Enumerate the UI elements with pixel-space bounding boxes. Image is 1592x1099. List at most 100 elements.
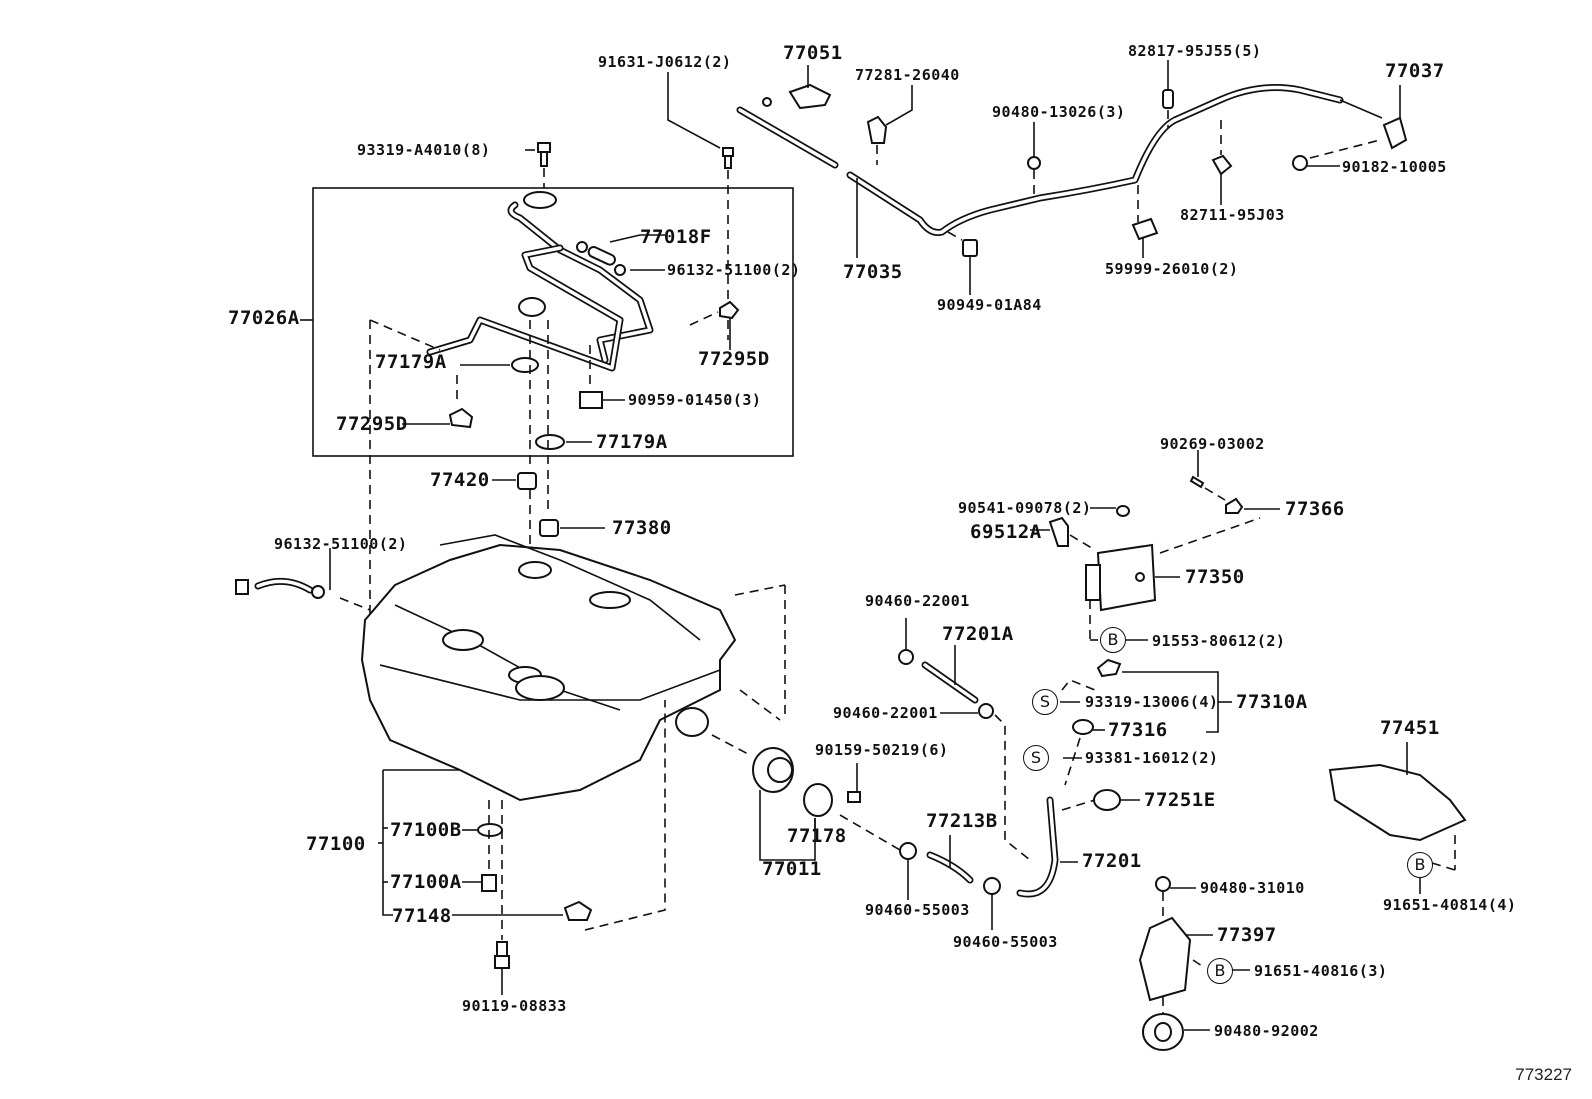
label-77178[interactable]: 77178 <box>787 825 847 847</box>
bracket-77148-icon <box>563 900 593 921</box>
label-77179A-lower[interactable]: 77179A <box>596 431 668 453</box>
label-90480-92002[interactable]: 90480-92002 <box>1214 1022 1319 1040</box>
label-90541-09078[interactable]: 90541-09078(2) <box>958 499 1092 517</box>
label-77201[interactable]: 77201 <box>1082 850 1142 872</box>
clamp-77295D-left-icon <box>448 407 474 429</box>
label-77420[interactable]: 77420 <box>430 469 490 491</box>
grommet-77179A-lower-icon <box>535 434 565 450</box>
label-91651-40816[interactable]: 91651-40816(3) <box>1254 962 1388 980</box>
clip-90949-icon <box>962 239 978 257</box>
grommet-77179A-icon <box>511 357 539 373</box>
label-91651-40814[interactable]: 91651-40814(4) <box>1383 896 1517 914</box>
protector-77451-icon <box>1328 763 1467 842</box>
label-90119-08833[interactable]: 90119-08833 <box>462 997 567 1015</box>
gasket-77178-icon <box>803 783 833 817</box>
label-93319-A4010[interactable]: 93319-A4010(8) <box>357 141 491 159</box>
label-77380[interactable]: 77380 <box>612 517 672 539</box>
marker-B-91553: B <box>1100 627 1126 653</box>
label-77201A[interactable]: 77201A <box>942 623 1014 645</box>
label-77026A[interactable]: 77026A <box>228 307 300 329</box>
bolt-93319-A4010-icon <box>525 142 551 188</box>
label-77148[interactable]: 77148 <box>392 905 452 927</box>
label-90269-03002[interactable]: 90269-03002 <box>1160 435 1265 453</box>
label-77179A-upper[interactable]: 77179A <box>375 351 447 373</box>
label-90480-13026[interactable]: 90480-13026(3) <box>992 103 1126 121</box>
label-90159-50219[interactable]: 90159-50219(6) <box>815 741 949 759</box>
label-77018F[interactable]: 77018F <box>640 226 712 248</box>
label-90460-22001-upper[interactable]: 90460-22001 <box>865 592 970 610</box>
plug-77100A-icon <box>481 874 497 892</box>
clamp-77295D-right-icon <box>719 300 740 320</box>
label-77251E[interactable]: 77251E <box>1144 789 1216 811</box>
screw-90269-icon <box>1189 475 1205 489</box>
label-77397[interactable]: 77397 <box>1217 924 1277 946</box>
label-77310A[interactable]: 77310A <box>1236 691 1308 713</box>
screw-90159-icon <box>847 791 861 803</box>
label-77011[interactable]: 77011 <box>762 858 822 880</box>
label-77295D-left[interactable]: 77295D <box>336 413 408 435</box>
fuel-tube-assembly-icon <box>426 191 654 372</box>
label-77316[interactable]: 77316 <box>1108 719 1168 741</box>
hinge-69512A-icon <box>1048 516 1069 547</box>
marker-S-93319: S <box>1032 689 1058 715</box>
marker-S-93381: S <box>1023 745 1049 771</box>
label-77035[interactable]: 77035 <box>843 261 903 283</box>
clamp-77037-icon <box>1382 116 1408 150</box>
clip-90959-icon <box>579 391 603 409</box>
label-82711-95J03[interactable]: 82711-95J03 <box>1180 206 1285 224</box>
label-59999-26010[interactable]: 59999-26010(2) <box>1105 260 1239 278</box>
cap-77310A-icon <box>1096 658 1122 678</box>
label-77295D-right[interactable]: 77295D <box>698 348 770 370</box>
label-90460-55003-left[interactable]: 90460-55003 <box>865 901 970 919</box>
label-77100[interactable]: 77100 <box>306 833 366 855</box>
label-77366[interactable]: 77366 <box>1285 498 1345 520</box>
bracket-77397-icon <box>1138 916 1192 1002</box>
label-90949-01A84[interactable]: 90949-01A84 <box>937 296 1042 314</box>
grommet-90480-13026-icon <box>1027 156 1041 170</box>
label-90182-10005[interactable]: 90182-10005 <box>1342 158 1447 176</box>
clamp-left-icon <box>235 579 249 595</box>
damper-77051-icon <box>788 83 832 110</box>
label-77051[interactable]: 77051 <box>783 42 843 64</box>
label-90460-55003-right[interactable]: 90460-55003 <box>953 933 1058 951</box>
label-90959-01450[interactable]: 90959-01450(3) <box>628 391 762 409</box>
cap-77380-icon <box>539 519 559 537</box>
label-90480-31010[interactable]: 90480-31010 <box>1200 879 1305 897</box>
washer-77100B-icon <box>477 823 503 837</box>
label-93381-16012[interactable]: 93381-16012(2) <box>1085 749 1219 767</box>
cap-77420-icon <box>517 472 537 490</box>
label-69512A[interactable]: 69512A <box>970 521 1042 543</box>
grommet-77251E-icon <box>1093 789 1121 811</box>
label-77281-26040[interactable]: 77281-26040 <box>855 66 960 84</box>
label-77213B[interactable]: 77213B <box>926 810 998 832</box>
group-box-77026A <box>312 187 794 457</box>
marker-B-91651-40816: B <box>1207 958 1233 984</box>
label-96132-51100-top[interactable]: 96132-51100(2) <box>667 261 801 279</box>
clamp-90460-22001-a-icon <box>898 649 914 665</box>
label-91553-80612[interactable]: 91553-80612(2) <box>1152 632 1286 650</box>
label-93319-13006[interactable]: 93319-13006(4) <box>1085 693 1219 711</box>
clamp-90460-55003-a-icon <box>899 842 917 860</box>
clamp-90460-55003-b-icon <box>983 877 1001 895</box>
seal-77316-icon <box>1072 719 1094 735</box>
fuel-tank-77100-icon <box>360 534 737 802</box>
label-90460-22001-lower[interactable]: 90460-22001 <box>833 704 938 722</box>
clip-82817-icon <box>1162 89 1174 109</box>
label-77451[interactable]: 77451 <box>1380 717 1440 739</box>
label-77037[interactable]: 77037 <box>1385 60 1445 82</box>
screw-90541-icon <box>1116 505 1130 517</box>
lock-77366-icon <box>1225 497 1244 514</box>
label-77100B[interactable]: 77100B <box>390 819 462 841</box>
grommet-90182-icon <box>1292 155 1308 171</box>
marker-B-91651-40814: B <box>1407 852 1433 878</box>
grommet-90480-31010-icon <box>1155 876 1171 892</box>
label-77100A[interactable]: 77100A <box>390 871 462 893</box>
label-91631-J0612[interactable]: 91631-J0612(2) <box>598 53 732 71</box>
label-77350[interactable]: 77350 <box>1185 566 1245 588</box>
figure-number: 773227 <box>1515 1065 1572 1084</box>
label-96132-51100-left[interactable]: 96132-51100(2) <box>274 535 408 553</box>
label-82817-95J55[interactable]: 82817-95J55(5) <box>1128 42 1262 60</box>
fuel-lid-77350-icon <box>1096 543 1157 612</box>
